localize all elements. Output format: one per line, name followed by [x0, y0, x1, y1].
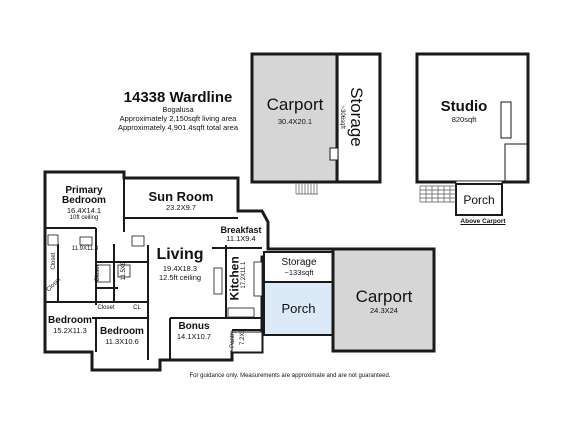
bedroom-a-dims: 15.2X11.3 — [53, 326, 87, 335]
primary-bedroom-line1: Primary — [65, 185, 103, 196]
interior-walls — [45, 178, 262, 360]
living-label: Living — [156, 246, 204, 263]
carport-top-steps — [295, 183, 318, 195]
total-area: Approximately 4,901.4sqft total area — [117, 122, 239, 132]
living-dims: 19.4X18.3 — [162, 264, 198, 273]
carport-right-outline — [331, 247, 436, 353]
address: 14338 Wardline — [123, 89, 233, 106]
closet-c-label: Closet — [94, 264, 101, 282]
kitchen-dims: 17.2X11.1 — [240, 261, 247, 289]
primary-bedroom-dims: 16.4X14.1 — [66, 206, 102, 215]
bedroom-a-label: Bedroom — [48, 315, 92, 326]
kitchen-label: Kitchen — [227, 256, 242, 301]
pantry-label: Pantry — [229, 330, 236, 348]
breakfast-label: Breakfast — [220, 225, 262, 235]
bonus-label: Bonus — [178, 321, 210, 332]
listing-header: 14338 Wardline Bogalusa Approximately 2,… — [92, 89, 264, 132]
front-stoop — [231, 331, 263, 353]
city: Bogalusa — [162, 105, 194, 115]
porch-above-label: Porch — [463, 193, 495, 207]
bedroom-b-dims: 11.3X10.6 — [105, 337, 139, 346]
primary-bedroom-note: 10ft ceiling — [69, 215, 99, 221]
primary-bedroom-line2: Bedroom — [62, 195, 106, 206]
carport-top-dims: 30.4X20.1 — [277, 117, 313, 126]
living-note: 12.5ft ceiling — [158, 273, 202, 282]
carport-right-label: Carport — [355, 287, 413, 306]
bedroom-b-label: Bedroom — [100, 326, 144, 337]
carport-door-mark — [329, 147, 339, 161]
sun-room-dims: 23.2X9.7 — [165, 203, 197, 212]
porch-above-outline — [455, 183, 503, 216]
storage-top-floor — [339, 56, 378, 180]
studio-steps — [419, 185, 456, 203]
above-carport-caption: Above Carport — [460, 218, 506, 225]
closet-dims: 11.5X6 — [120, 261, 127, 281]
storage-top-label: Storage — [346, 87, 366, 147]
studio-kitchenette — [500, 101, 512, 139]
carport-top-floor — [254, 56, 335, 180]
breakfast-dims: 11.1X9.4 — [226, 234, 256, 243]
carport-right-dims: 24.3X24 — [370, 306, 398, 315]
closet-a-label: Closet — [50, 252, 57, 270]
cl-label: CL — [133, 305, 141, 311]
studio-bath — [504, 143, 528, 182]
storage-mid-dims: ~133sqft — [284, 268, 314, 277]
studio-label: Studio — [440, 98, 488, 115]
disclaimer: For guidance only. Measurements are appr… — [189, 373, 391, 379]
living-area: Approximately 2,150sqft living area — [119, 113, 237, 123]
pantry-dims: 7.2X6 — [239, 329, 246, 345]
kitchen-counters — [213, 261, 263, 318]
storage-top-dims: ~306sqft — [339, 105, 346, 129]
storage-mid-label: Storage — [281, 257, 317, 268]
studio-dims: 820sqft — [451, 115, 477, 124]
sun-room-label: Sun Room — [148, 189, 214, 204]
bath-dims: 11.9X11.3 — [71, 246, 99, 252]
closet-d-label: Closet — [97, 305, 115, 311]
porch-mid-label: Porch — [281, 301, 316, 316]
bonus-dims: 14.1X10.7 — [176, 332, 212, 341]
bath-fixtures — [47, 234, 145, 283]
carport-top-label: Carport — [266, 95, 324, 114]
